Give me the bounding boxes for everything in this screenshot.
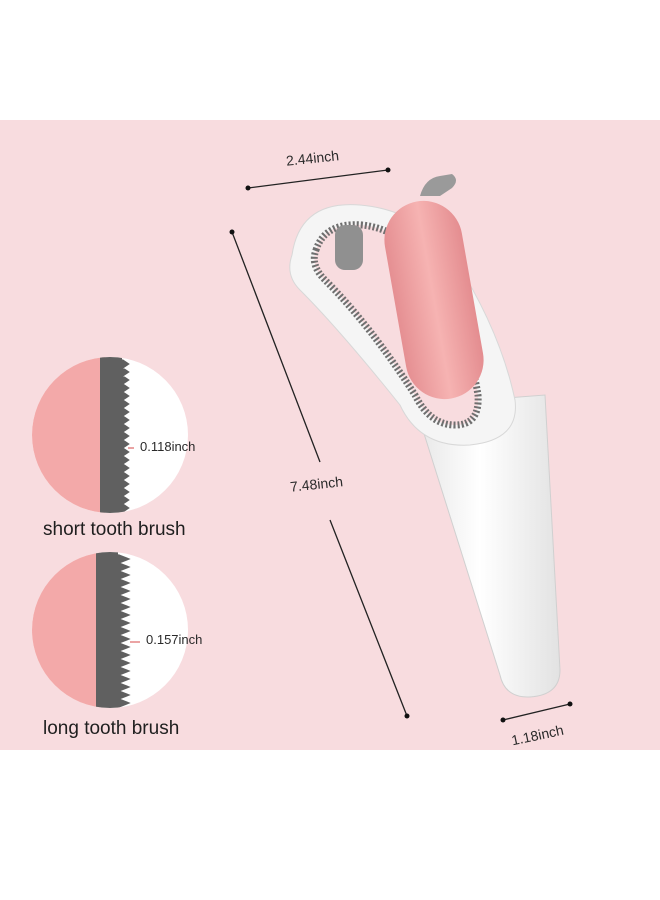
hinge (335, 225, 363, 270)
clip-tab (420, 174, 456, 196)
short-tooth-height-label: 0.118inch (140, 439, 196, 454)
long-tooth-caption: long tooth brush (43, 718, 180, 739)
short-tooth-caption: short tooth brush (43, 519, 186, 540)
long-tooth-detail-circle (32, 552, 188, 708)
long-tooth-height-label: 0.157inch (146, 632, 203, 647)
length-dimension-line (229, 229, 410, 719)
handle-dimension-line (500, 701, 573, 723)
pink-roller (384, 200, 484, 400)
bristles (310, 221, 482, 429)
width-dimension-line (245, 167, 391, 191)
brush (289, 174, 561, 698)
brush-handle (414, 394, 561, 698)
short-tooth-detail-circle (32, 357, 188, 513)
